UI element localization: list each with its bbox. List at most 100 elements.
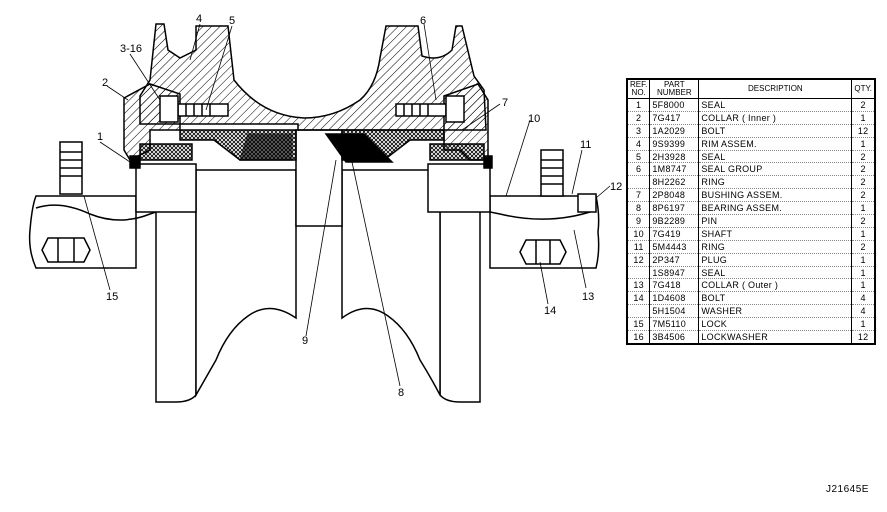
header-description: DESCRIPTION [698, 78, 853, 99]
row-ref-no: 14 [626, 291, 651, 306]
collar-outer [427, 163, 491, 213]
row-ref-no: 16 [626, 330, 651, 345]
row-ref-no: 2 [626, 111, 651, 125]
row-qty: 2 [851, 214, 876, 228]
row-ref-no [626, 304, 651, 319]
header-ref-no: REF. NO. [626, 78, 651, 99]
bolt-right [395, 95, 465, 123]
row-part-number: 5M4443 [649, 240, 700, 254]
callout-2: 2 [102, 77, 108, 89]
drawing-reference-code: J21645E [826, 484, 869, 495]
callout-8: 8 [398, 387, 404, 399]
row-part-number: 2H3928 [649, 150, 700, 164]
seal-group-left [139, 143, 193, 161]
row-ref-no: 5 [626, 150, 651, 164]
row-description: RING [698, 175, 853, 190]
callout-12: 12 [610, 181, 622, 193]
row-description: SEAL GROUP [698, 162, 853, 177]
row-ref-no: 10 [626, 227, 651, 241]
nut-right [519, 239, 567, 265]
row-part-number: 1A2029 [649, 124, 700, 138]
row-description: SEAL [698, 98, 853, 112]
row-ref-no: 15 [626, 317, 651, 332]
leader-lines [83, 23, 611, 387]
seal-group-right [429, 143, 485, 161]
row-qty: 2 [851, 150, 876, 164]
callout-4: 4 [196, 13, 202, 25]
row-part-number: 7G418 [649, 278, 700, 293]
callout-5: 5 [229, 15, 235, 27]
row-description: SEAL [698, 150, 853, 164]
row-qty: 12 [851, 330, 876, 345]
callout-10: 10 [528, 113, 540, 125]
bolt-left [159, 95, 229, 123]
callout-6: 6 [420, 15, 426, 27]
row-part-number: 1S8947 [649, 266, 700, 280]
callout-15: 15 [106, 291, 118, 303]
row-description: PIN [698, 214, 853, 228]
row-part-number: 2P347 [649, 253, 700, 267]
row-description: BOLT [698, 124, 853, 138]
row-ref-no: 7 [626, 188, 651, 203]
roller-body [135, 129, 491, 403]
row-qty: 1 [851, 137, 876, 151]
row-description: SEAL [698, 266, 853, 280]
row-qty: 2 [851, 98, 876, 112]
row-part-number: 5F8000 [649, 98, 700, 112]
row-ref-no: 6 [626, 162, 651, 177]
row-ref-no [626, 266, 651, 280]
callout-14: 14 [544, 305, 556, 317]
row-part-number: 9S9399 [649, 137, 700, 151]
row-part-number: 1M8747 [649, 162, 700, 177]
nut-left [41, 237, 91, 263]
shaft-assembly [28, 141, 600, 269]
stud-right [540, 149, 564, 197]
callout-13: 13 [582, 291, 594, 303]
row-qty: 2 [851, 175, 876, 190]
header-qty: QTY. [851, 78, 876, 99]
row-part-number: 8H2262 [649, 175, 700, 190]
row-qty: 1 [851, 278, 876, 293]
row-part-number: 7G419 [649, 227, 700, 241]
row-part-number: 3B4506 [649, 330, 700, 345]
row-description: WASHER [698, 304, 853, 319]
row-ref-no: 9 [626, 214, 651, 228]
row-description: BEARING ASSEM. [698, 201, 853, 216]
collar-inner [135, 163, 197, 213]
row-description: BUSHING ASSEM. [698, 188, 853, 203]
row-description: RING [698, 240, 853, 254]
row-ref-no: 1 [626, 98, 651, 112]
row-ref-no: 12 [626, 253, 651, 267]
row-part-number: 1D4608 [649, 291, 700, 306]
row-description: BOLT [698, 291, 853, 306]
callout-labels: 1 2 3-16 4 5 6 7 8 9 10 11 12 13 14 15 [97, 13, 622, 399]
row-qty: 4 [851, 304, 876, 319]
row-description: LOCKWASHER [698, 330, 853, 345]
row-qty: 1 [851, 253, 876, 267]
callout-9: 9 [302, 335, 308, 347]
row-description: RIM ASSEM. [698, 137, 853, 151]
row-ref-no: 13 [626, 278, 651, 293]
bearing-center [324, 133, 394, 163]
callout-3-16: 3-16 [120, 43, 142, 55]
rim-section [123, 23, 493, 169]
row-qty: 1 [851, 201, 876, 216]
row-qty: 2 [851, 240, 876, 254]
